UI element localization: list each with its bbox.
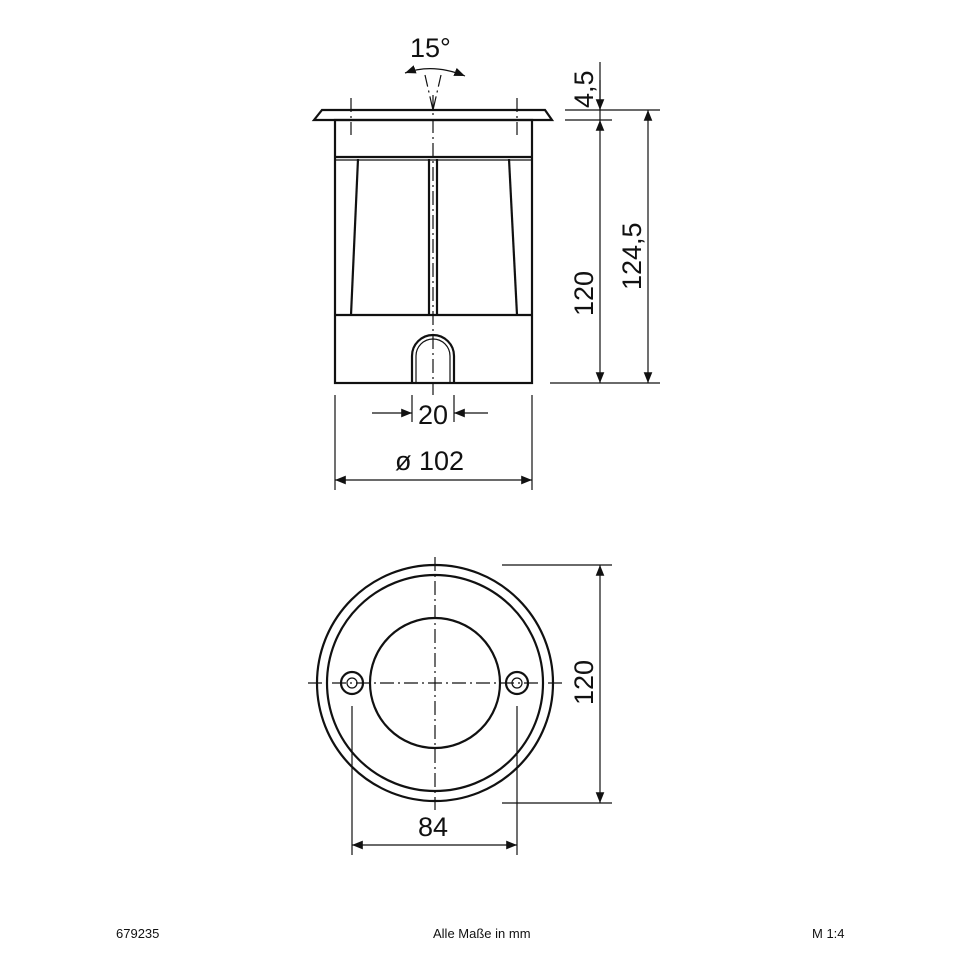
slot-width-label: 20 [418,400,448,430]
taper-left [349,158,360,316]
side-view: 15° 4,5 120 124,5 20 ø 102 [311,33,660,490]
units-note: Alle Maße in mm [433,926,531,941]
flange-height-label: 4,5 [569,70,599,108]
scale-label: M 1:4 [812,926,845,941]
plan-diameter-label: 120 [569,660,599,705]
body-height-label: 120 [569,271,599,316]
angle-arc [404,65,466,77]
beam-angle-label: 15° [410,33,451,63]
taper-right [507,158,519,316]
screw-spacing-label: 84 [418,812,448,842]
plan-view: 84 120 [308,557,612,855]
article-number: 679235 [116,926,160,941]
total-height-label: 124,5 [617,222,647,290]
diameter-label: ø 102 [395,446,464,476]
